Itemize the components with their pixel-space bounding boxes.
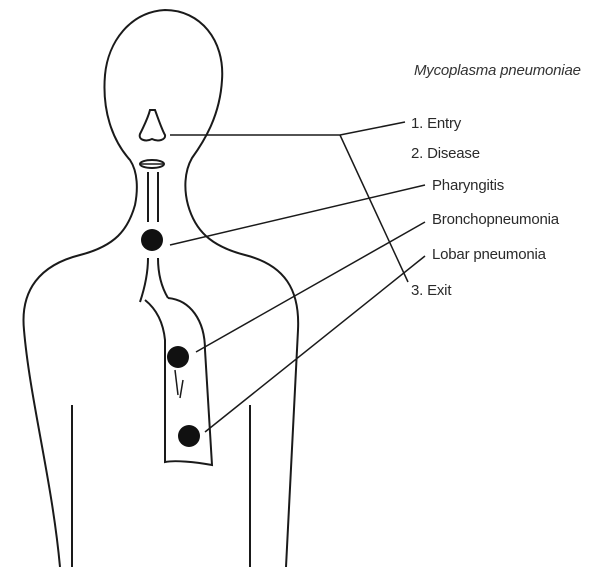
disease-label: 2. Disease	[411, 145, 480, 162]
exit-line	[340, 135, 408, 282]
bronchopneumonia-label: Bronchopneumonia	[432, 211, 559, 228]
lobar-pneumonia-dot	[178, 425, 200, 447]
exit-label: 3. Exit	[411, 282, 451, 299]
nose-shape	[140, 110, 165, 140]
lung-outline	[145, 298, 212, 465]
pharyngitis-dot	[141, 229, 163, 251]
lobar-pneumonia-label: Lobar pneumonia	[432, 246, 546, 263]
bronchopneumonia-dot	[167, 346, 189, 368]
entry-line	[170, 122, 405, 135]
body-outline	[23, 10, 298, 567]
pharyngitis-label: Pharyngitis	[432, 177, 504, 194]
entry-label: 1. Entry	[411, 115, 461, 132]
diagram-title: Mycoplasma pneumoniae	[414, 62, 581, 79]
bronchopneumonia-line	[196, 222, 425, 352]
lobar-pneumonia-line	[205, 256, 425, 432]
